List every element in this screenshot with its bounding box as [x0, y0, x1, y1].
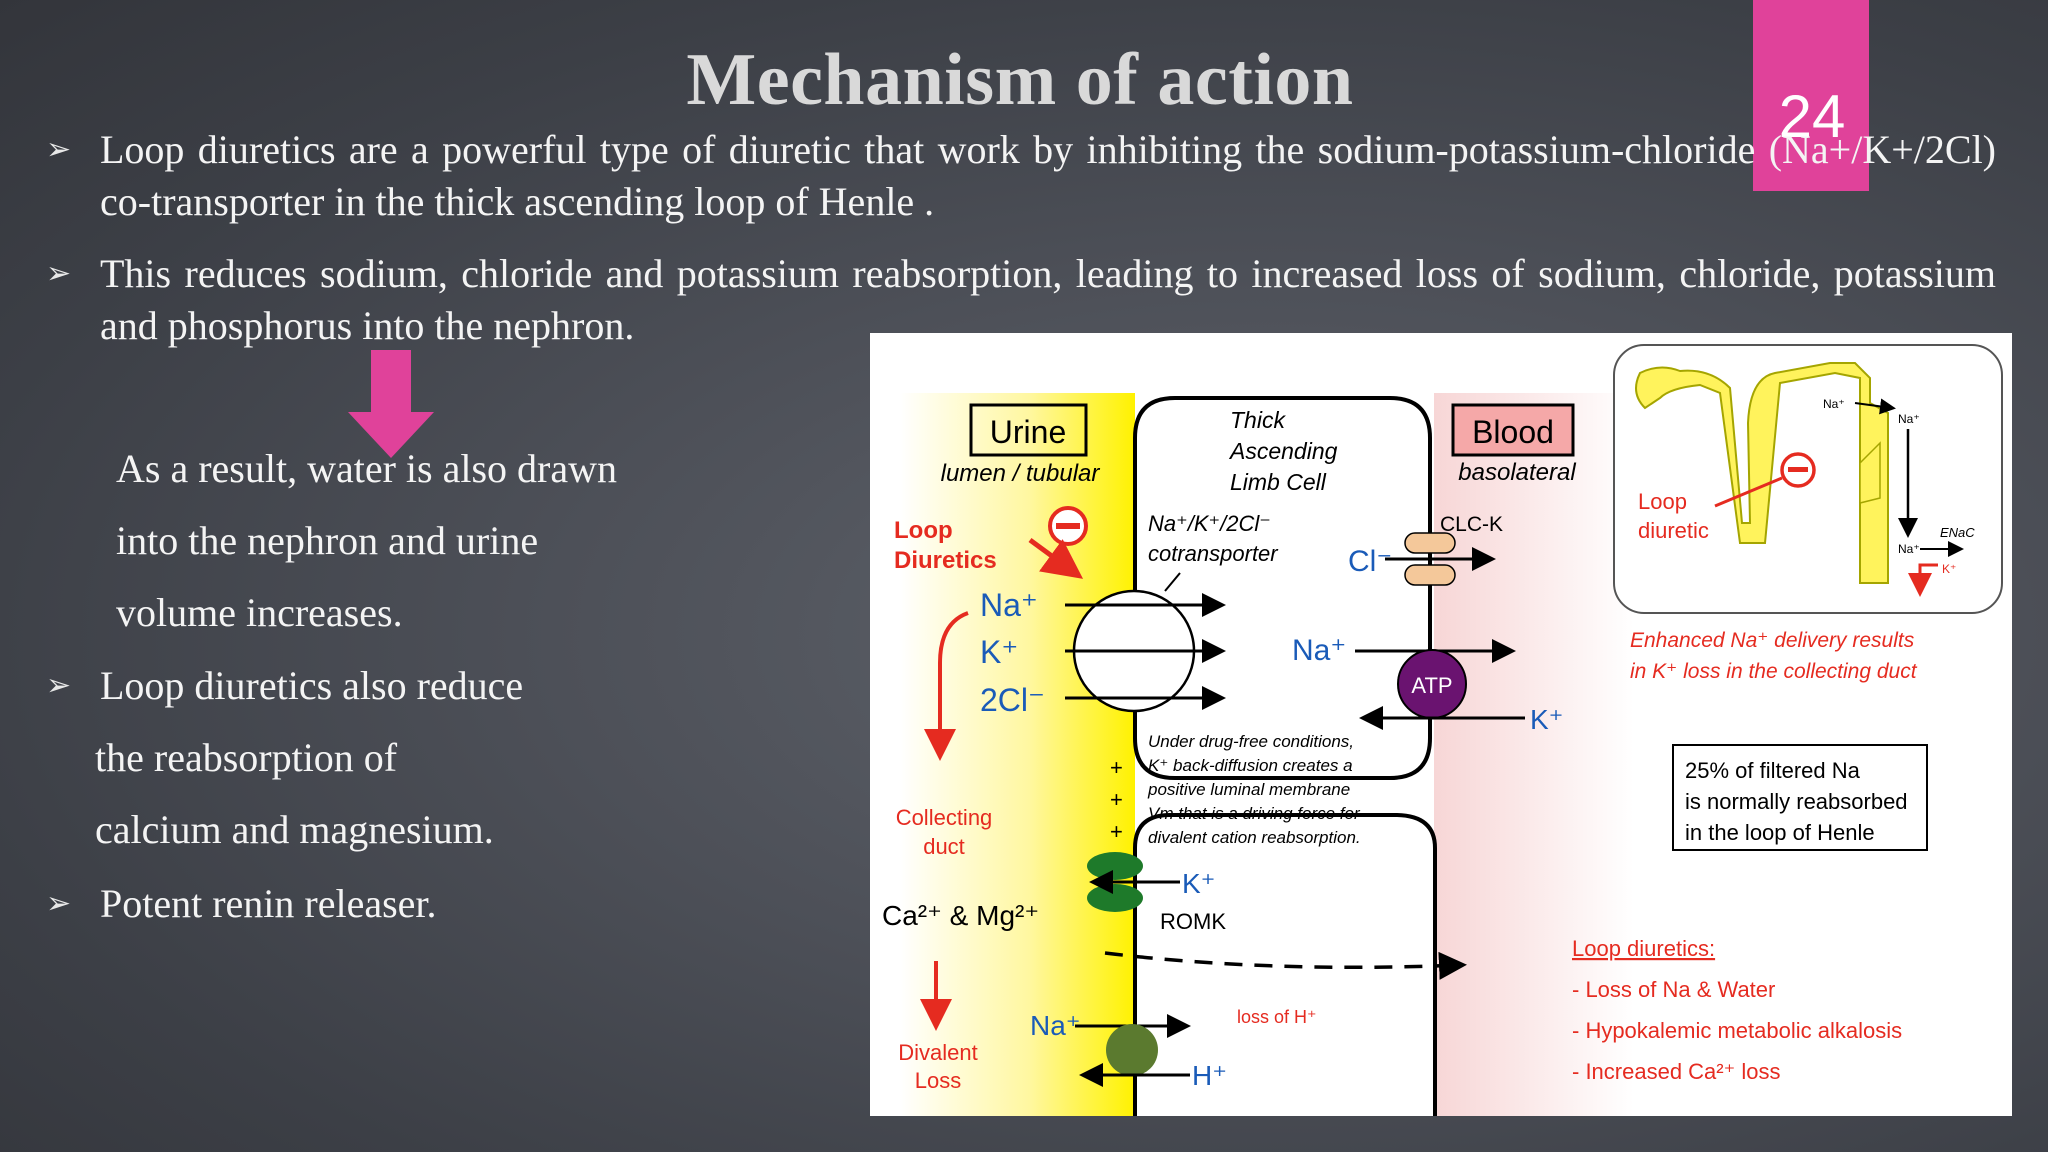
inhibit-minus	[1056, 523, 1080, 529]
bullet-3: ➢ Loop diuretics also reduce	[46, 660, 524, 712]
bullet-1: ➢ Loop diuretics are a powerful type of …	[46, 124, 1996, 228]
divalent-loss-2: Loss	[915, 1068, 961, 1093]
inset-na-arrow-1	[1854, 398, 1896, 415]
bullet-4: ➢ Potent renin releaser.	[46, 878, 437, 930]
inset-k-arrow	[1908, 563, 1938, 597]
filtered-line-2: is normally reabsorbed	[1685, 789, 1908, 814]
romk-k: K⁺	[1182, 868, 1215, 899]
loop-diuretic-diagram: Urine lumen / tubular Thick Ascending Li…	[870, 333, 2012, 1116]
inset-inhibit-minus	[1788, 467, 1808, 472]
note-line-1: Under drug-free conditions,	[1148, 732, 1354, 751]
romk-channel-top	[1087, 852, 1143, 880]
bullet-2: ➢ This reduces sodium, chloride and pota…	[46, 248, 1996, 352]
summary-title: Loop diuretics:	[1572, 936, 1715, 961]
urine-box	[969, 403, 1088, 457]
ion-na-right: Na⁺	[1292, 634, 1346, 667]
clck-channel-bottom	[1404, 564, 1456, 586]
enhanced-note-1: Enhanced Na⁺ delivery results	[1630, 629, 1915, 652]
filtered-line-3: in the loop of Henle	[1685, 820, 1875, 845]
collecting-duct-2: duct	[923, 834, 965, 859]
note-line-3: positive luminal membrane	[1147, 780, 1350, 799]
bullet-arrow-icon: ➢	[46, 668, 72, 703]
bullet-2-text: This reduces sodium, chloride and potass…	[100, 251, 1996, 348]
inset-inhibit-line	[1714, 476, 1783, 508]
cotransporter-label-2: cotransporter	[1148, 541, 1279, 566]
bullet-4-text: Potent renin releaser.	[100, 881, 437, 926]
cotransporter-pointer	[1164, 572, 1181, 592]
inset-na-3: Na⁺	[1898, 542, 1920, 556]
clck-channel-top	[1404, 532, 1456, 554]
page-number-tab	[1753, 0, 1869, 191]
loop-diuretics-label-1: Loop	[894, 517, 953, 544]
inset-na-2: Na⁺	[1898, 412, 1920, 426]
cell-title-3: Limb Cell	[1230, 469, 1327, 495]
romk-channel-bottom	[1087, 884, 1143, 912]
result-line-3: volume increases.	[116, 590, 403, 635]
loss-of-h: loss of H⁺	[1237, 1007, 1317, 1027]
cotransporter-label-1: Na⁺/K⁺/2Cl⁻	[1148, 511, 1271, 536]
slide-title: Mechanism of action	[686, 39, 1354, 121]
cell-title-1: Thick	[1230, 407, 1286, 433]
thick-ascending-limb-cell	[1133, 396, 1432, 780]
blood-region	[1434, 393, 1634, 1116]
nhe-exchanger-icon	[1106, 1024, 1158, 1076]
inhibit-arrow	[1028, 537, 1084, 579]
summary-item-2: - Hypokalemic metabolic alkalosis	[1572, 1018, 1902, 1043]
collecting-duct-1: Collecting	[896, 805, 993, 830]
clck-label: CLC-K	[1440, 513, 1503, 536]
ion-2cl: 2Cl⁻	[980, 682, 1045, 718]
ion-k: K⁺	[980, 634, 1018, 670]
paracellular-arrow	[1104, 951, 1467, 980]
blood-sub-label: basolateral	[1458, 459, 1576, 486]
bullet-3-line-3: calcium and magnesium.	[95, 807, 494, 852]
plus-2: +	[1110, 787, 1123, 812]
atp-label: ATP	[1411, 673, 1452, 698]
bullet-arrow-icon: ➢	[46, 132, 72, 167]
bullet-3-line-2: the reabsorption of	[95, 735, 398, 780]
note-line-2: K⁺ back-diffusion creates a	[1148, 756, 1353, 775]
result-line-2: into the nephron and urine	[116, 518, 539, 563]
plus-3: +	[1110, 819, 1123, 844]
blood-box	[1451, 403, 1575, 457]
inset-loop-label-1: Loop	[1638, 489, 1687, 514]
page-number: 24	[1778, 83, 1846, 150]
ion-k-right: K⁺	[1530, 704, 1563, 735]
h-lower: H⁺	[1192, 1060, 1227, 1091]
enhanced-note-2: in K⁺ loss in the collecting duct	[1630, 660, 1918, 683]
ca-mg-label: Ca²⁺ & Mg²⁺	[882, 900, 1039, 931]
bullet-arrow-icon: ➢	[46, 886, 72, 921]
ion-cl: Cl⁻	[1348, 545, 1392, 578]
ion-na: Na⁺	[980, 587, 1038, 623]
cell-title-2: Ascending	[1228, 438, 1338, 464]
inset-tubule-branch	[1859, 441, 1881, 504]
inset-na-1: Na⁺	[1823, 397, 1845, 411]
blood-label: Blood	[1472, 414, 1554, 450]
inset-loop-label-2: diuretic	[1638, 518, 1709, 543]
red-down-arrow	[924, 611, 969, 761]
summary-item-1: - Loss of Na & Water	[1572, 977, 1775, 1002]
urine-sub-label: lumen / tubular	[941, 460, 1101, 487]
na-lower: Na⁺	[1030, 1010, 1081, 1041]
inset-nephron-tubule	[1635, 362, 1889, 584]
loop-diuretics-label-2: Diuretics	[894, 547, 997, 574]
down-arrow-icon	[348, 350, 434, 458]
bullet-3-line-1: Loop diuretics also reduce	[100, 663, 524, 708]
bullet-1-text: Loop diuretics are a powerful type of di…	[100, 127, 1996, 224]
plus-1: +	[1110, 755, 1123, 780]
bullet-arrow-icon: ➢	[46, 256, 72, 291]
inset-k: K⁺	[1942, 562, 1956, 576]
result-line-1: As a result, water is also drawn	[116, 446, 617, 491]
note-line-4: Vm that is a driving force for	[1148, 804, 1361, 823]
inset-enac: ENaC	[1940, 525, 1975, 540]
note-line-5: divalent cation reabsorption.	[1148, 828, 1361, 847]
romk-label: ROMK	[1160, 909, 1226, 934]
urine-label: Urine	[990, 414, 1066, 450]
summary-item-3: - Increased Ca²⁺ loss	[1572, 1059, 1780, 1084]
filtered-line-1: 25% of filtered Na	[1685, 758, 1861, 783]
divalent-loss-1: Divalent	[898, 1040, 977, 1065]
filtered-na-box	[1672, 744, 1928, 851]
